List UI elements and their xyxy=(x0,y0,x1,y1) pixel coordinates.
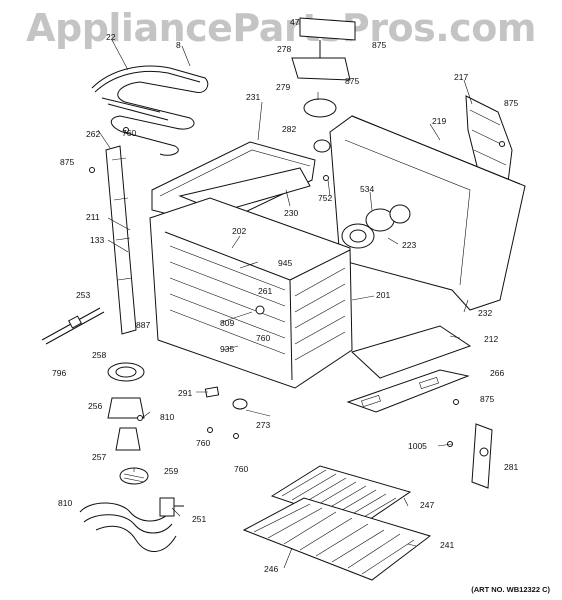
label-201: 201 xyxy=(376,290,390,300)
label-219: 219 xyxy=(432,116,446,126)
label-875: 875 xyxy=(480,394,494,404)
label-47: 47 xyxy=(290,17,300,27)
label-223: 223 xyxy=(402,240,416,250)
label-22: 22 xyxy=(106,32,116,42)
label-810: 810 xyxy=(160,412,174,422)
label-875: 875 xyxy=(345,76,359,86)
label-809: 809 xyxy=(220,318,234,328)
broil-element xyxy=(91,65,209,156)
label-282: 282 xyxy=(282,124,296,134)
small-parts xyxy=(204,305,265,410)
art-number: (ART NO. WB12322 C) xyxy=(471,585,550,594)
gasket-ring xyxy=(107,362,145,382)
leader-lines xyxy=(97,39,473,569)
label-875: 875 xyxy=(372,40,386,50)
label-246: 246 xyxy=(264,564,278,574)
bottom-floor-panel xyxy=(351,325,472,379)
bake-element xyxy=(79,497,184,552)
label-259: 259 xyxy=(164,466,178,476)
label-291: 291 xyxy=(178,388,192,398)
label-796: 796 xyxy=(52,368,66,378)
convection-fan xyxy=(341,204,411,249)
label-935: 935 xyxy=(220,344,234,354)
label-241: 241 xyxy=(440,540,454,550)
label-8: 8 xyxy=(176,40,181,50)
vent-knob xyxy=(303,98,337,153)
label-887: 887 xyxy=(136,320,150,330)
label-261: 261 xyxy=(258,286,272,296)
label-253: 253 xyxy=(76,290,90,300)
label-231: 231 xyxy=(246,92,260,102)
label-211: 211 xyxy=(86,212,100,222)
vent-bracket xyxy=(291,17,356,81)
label-875: 875 xyxy=(60,157,74,167)
label-760: 760 xyxy=(234,464,248,474)
label-247: 247 xyxy=(420,500,434,510)
broiler-pan xyxy=(242,497,432,581)
label-266: 266 xyxy=(490,368,504,378)
label-257: 257 xyxy=(92,452,106,462)
label-760: 760 xyxy=(256,333,270,343)
oven-cavity xyxy=(149,197,353,389)
label-262: 262 xyxy=(86,129,100,139)
label-232: 232 xyxy=(478,308,492,318)
label-760: 760 xyxy=(122,128,136,138)
door-latch xyxy=(471,423,493,489)
label-810: 810 xyxy=(58,498,72,508)
label-279: 279 xyxy=(276,82,290,92)
label-281: 281 xyxy=(504,462,518,472)
part-labels: 47 875 278 875 22 8 217 875 279 231 219 … xyxy=(52,17,518,574)
left-trim-strip xyxy=(105,145,137,335)
label-752: 752 xyxy=(318,193,332,203)
label-256: 256 xyxy=(88,401,102,411)
label-258: 258 xyxy=(92,350,106,360)
label-133: 133 xyxy=(90,235,104,245)
oven-back-panel xyxy=(329,115,526,311)
label-230: 230 xyxy=(284,208,298,218)
floor-bracket-266 xyxy=(346,369,470,413)
label-534: 534 xyxy=(360,184,374,194)
label-202: 202 xyxy=(232,226,246,236)
label-212: 212 xyxy=(484,334,498,344)
label-273: 273 xyxy=(256,420,270,430)
label-875: 875 xyxy=(504,98,518,108)
label-278: 278 xyxy=(277,44,291,54)
label-251: 251 xyxy=(192,514,206,524)
label-945: 945 xyxy=(278,258,292,268)
light-assembly xyxy=(107,397,149,485)
label-1005: 1005 xyxy=(408,441,427,451)
label-760: 760 xyxy=(196,438,210,448)
label-217: 217 xyxy=(454,72,468,82)
watermark: AppliancePartsPros.com xyxy=(26,6,536,50)
meat-probe xyxy=(41,307,105,345)
